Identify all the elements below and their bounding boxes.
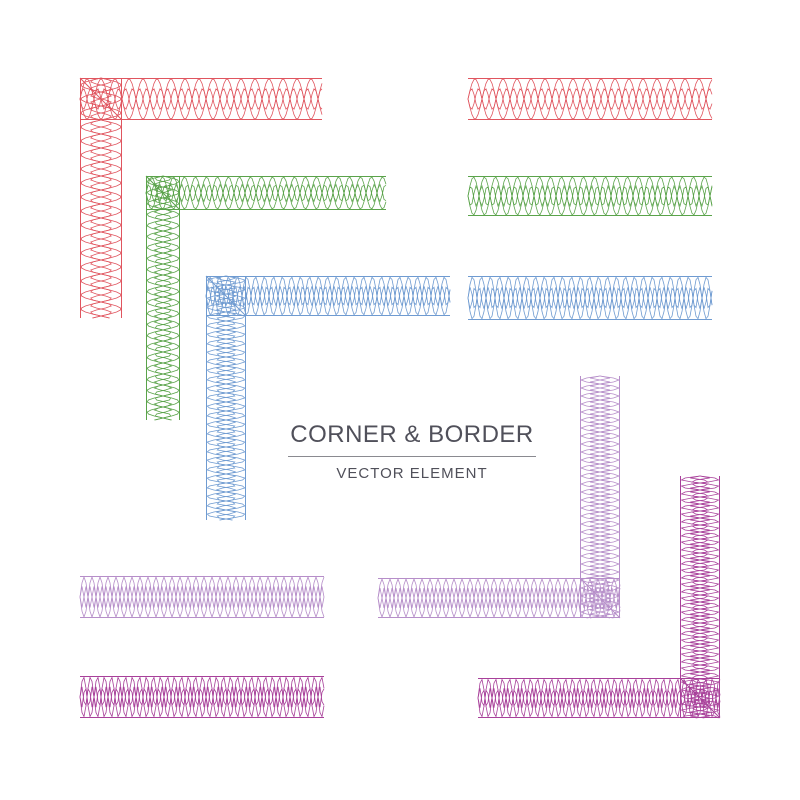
green-border xyxy=(467,176,713,216)
blue-corner xyxy=(205,275,451,521)
red-border xyxy=(467,78,713,120)
green-corner xyxy=(145,175,387,421)
magenta-border xyxy=(79,676,325,718)
magenta-corner xyxy=(477,475,721,719)
page-subtitle: VECTOR ELEMENT xyxy=(336,465,488,482)
title-divider xyxy=(288,456,536,457)
red-corner xyxy=(79,77,323,319)
page-title: CORNER & BORDER xyxy=(290,421,534,448)
lavender-border xyxy=(79,575,325,619)
title-block: CORNER & BORDER VECTOR ELEMENT xyxy=(262,420,562,483)
lavender-corner xyxy=(377,375,621,619)
blue-border xyxy=(467,276,713,320)
